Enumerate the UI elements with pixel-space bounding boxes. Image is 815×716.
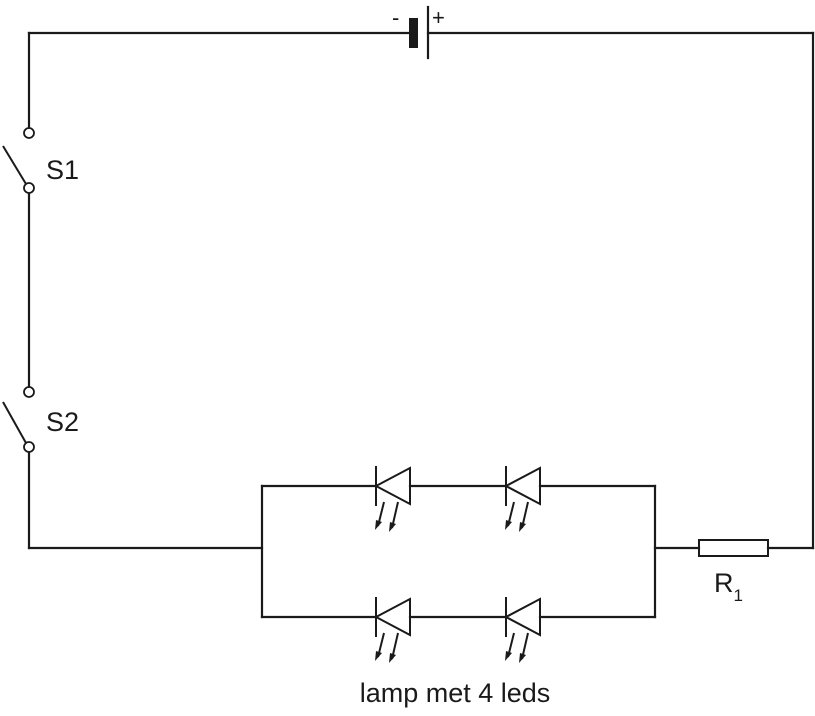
switch-s1-terminal-top (23, 127, 35, 139)
led-3 (373, 597, 411, 663)
led-2 (503, 466, 541, 532)
battery-plus-label: + (432, 5, 445, 30)
switch-s1: S1 (2, 127, 79, 194)
switch-s1-label: S1 (46, 155, 79, 185)
switch-s2-lever (2, 401, 27, 444)
battery: - + (392, 5, 445, 60)
led-4-arrow-2 (519, 653, 526, 663)
switch-s2-label: S2 (46, 407, 79, 437)
led-1-arrow-1 (375, 520, 382, 530)
led-3-arrow-2 (389, 653, 396, 663)
led-2-arrow-1 (505, 520, 512, 530)
battery-negative-plate (409, 18, 418, 48)
switch-s1-terminal-bottom (23, 182, 35, 194)
led-1-arrow-2 (389, 522, 396, 532)
battery-minus-label: - (392, 5, 399, 30)
led-2-triangle (503, 466, 541, 506)
led-2-arrow-2 (519, 522, 526, 532)
led-4 (503, 597, 541, 663)
lamp-block: lamp met 4 leds (260, 466, 657, 708)
resistor-r1: R1 (698, 539, 769, 605)
resistor-label-subscript: 1 (734, 586, 743, 605)
switch-s2-terminal-top (23, 386, 35, 398)
led-3-triangle (373, 597, 411, 637)
led-3-arrow-1 (375, 651, 382, 661)
lamp-caption: lamp met 4 leds (360, 678, 551, 708)
led-4-triangle (503, 597, 541, 637)
led-4-arrow-1 (505, 651, 512, 661)
resistor-label: R1 (714, 568, 743, 605)
switch-s2: S2 (2, 386, 79, 453)
led-1-triangle (373, 466, 411, 506)
resistor-body (698, 539, 769, 557)
switch-s2-terminal-bottom (23, 441, 35, 453)
wiring (27, 31, 815, 550)
led-1 (373, 466, 411, 532)
resistor-label-letter: R (714, 568, 734, 598)
switch-s1-lever (2, 145, 27, 185)
